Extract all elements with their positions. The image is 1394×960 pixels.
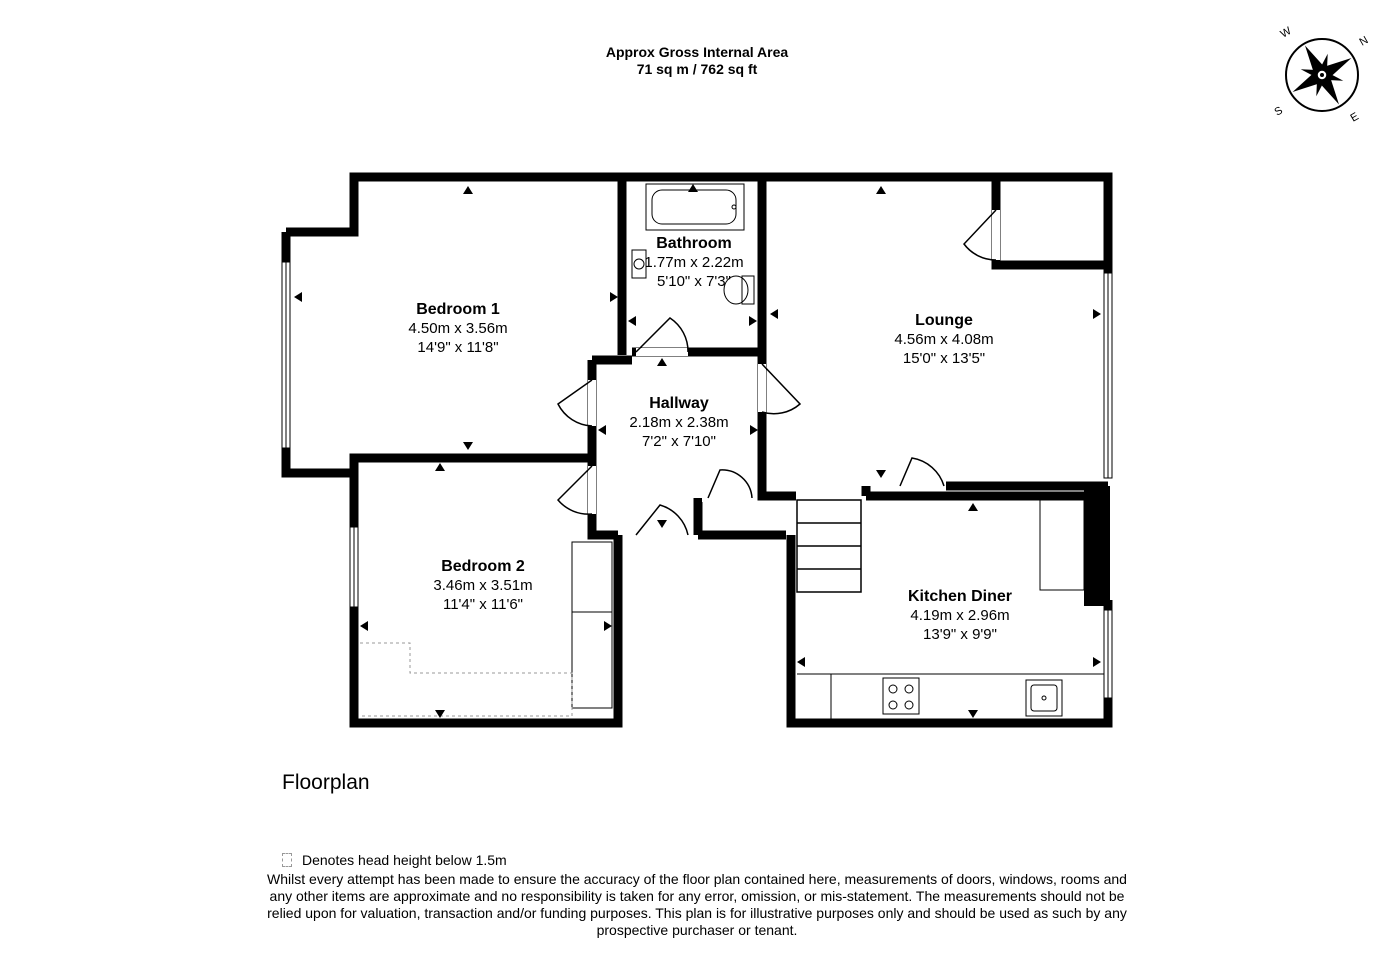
room-kitchen: Kitchen Diner 4.19m x 2.96m 13'9" x 9'9" bbox=[908, 588, 1012, 643]
kitchen-fixtures bbox=[797, 499, 1104, 720]
legend-text: Denotes head height below 1.5m bbox=[302, 852, 507, 868]
head-height-swatch-icon bbox=[282, 853, 292, 867]
bedroom2-fixtures bbox=[571, 541, 613, 709]
floorplan-title: Floorplan bbox=[282, 771, 370, 794]
room-bedroom1: Bedroom 1 4.50m x 3.56m 14'9" x 11'8" bbox=[408, 301, 507, 356]
area-value: 71 sq m / 762 sq ft bbox=[636, 61, 758, 77]
bathroom-name: Bathroom bbox=[656, 235, 732, 252]
compass-n: N bbox=[1358, 34, 1371, 48]
kitchen-name: Kitchen Diner bbox=[908, 588, 1012, 605]
bedroom1-imperial: 14'9" x 11'8" bbox=[417, 339, 498, 356]
doors bbox=[556, 209, 1000, 539]
bedroom1-metric: 4.50m x 3.56m bbox=[408, 320, 507, 337]
bedroom2-metric: 3.46m x 3.51m bbox=[433, 577, 532, 594]
lounge-name: Lounge bbox=[915, 312, 973, 329]
area-header: Approx Gross Internal Area 71 sq m / 762… bbox=[0, 44, 1394, 78]
stairs bbox=[796, 499, 862, 593]
room-bathroom: Bathroom 1.77m x 2.22m 5'10" x 7'3" bbox=[644, 235, 743, 290]
compass-e: E bbox=[1349, 111, 1361, 125]
bedroom2-imperial: 11'4" x 11'6" bbox=[443, 596, 523, 613]
hallway-imperial: 7'2" x 7'10" bbox=[642, 433, 716, 450]
bedroom1-name: Bedroom 1 bbox=[416, 301, 500, 318]
kitchen-chimney bbox=[1084, 486, 1110, 606]
legend: Denotes head height below 1.5m bbox=[282, 852, 507, 868]
measurement-arrows bbox=[294, 184, 1101, 718]
compass-icon bbox=[1285, 38, 1359, 112]
lounge-metric: 4.56m x 4.08m bbox=[894, 331, 993, 348]
hallway-metric: 2.18m x 2.38m bbox=[629, 414, 728, 431]
area-title: Approx Gross Internal Area bbox=[605, 44, 789, 60]
hallway-name: Hallway bbox=[649, 395, 709, 412]
kitchen-metric: 4.19m x 2.96m bbox=[910, 607, 1009, 624]
compass-s: S bbox=[1273, 105, 1285, 119]
compass-w: W bbox=[1279, 25, 1295, 41]
lounge-imperial: 15'0" x 13'5" bbox=[903, 350, 985, 367]
head-height-zone bbox=[360, 642, 573, 717]
kitchen-imperial: 13'9" x 9'9" bbox=[923, 626, 997, 643]
bedroom2-name: Bedroom 2 bbox=[441, 558, 525, 575]
windows bbox=[281, 261, 1113, 699]
disclaimer: Whilst every attempt has been made to en… bbox=[267, 871, 1127, 938]
room-bedroom2: Bedroom 2 3.46m x 3.51m 11'4" x 11'6" bbox=[433, 558, 532, 613]
room-hallway: Hallway 2.18m x 2.38m 7'2" x 7'10" bbox=[629, 395, 728, 450]
bathroom-imperial: 5'10" x 7'3" bbox=[657, 273, 731, 290]
room-lounge: Lounge 4.56m x 4.08m 15'0" x 13'5" bbox=[894, 312, 993, 367]
bathroom-metric: 1.77m x 2.22m bbox=[644, 254, 743, 271]
